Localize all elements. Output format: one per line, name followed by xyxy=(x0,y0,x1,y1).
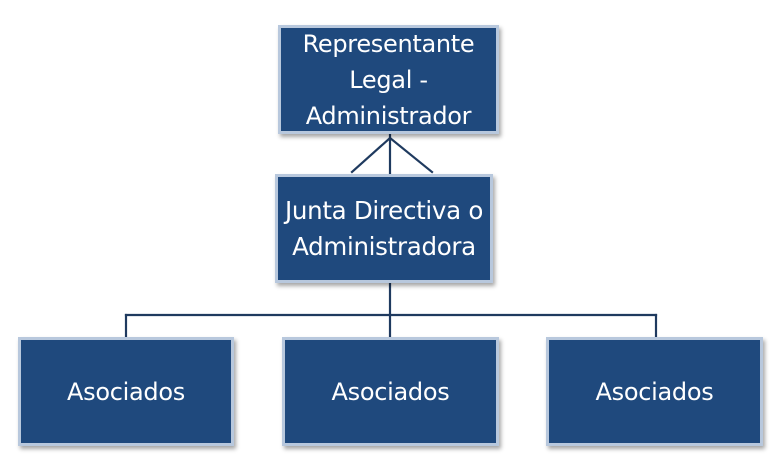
connector-top-right xyxy=(388,136,434,174)
node-asociados-left: Asociados xyxy=(18,337,234,446)
node-asociados-left-label: Asociados xyxy=(67,377,185,406)
node-representante-legal-label: Representante Legal - Administrador xyxy=(302,29,475,130)
node-asociados-center: Asociados xyxy=(282,337,499,446)
node-asociados-right: Asociados xyxy=(546,337,763,446)
node-asociados-right-label: Asociados xyxy=(595,377,714,406)
node-asociados-center-label: Asociados xyxy=(331,377,450,406)
node-representante-legal: Representante Legal - Administrador xyxy=(278,25,499,134)
node-junta-directiva: Junta Directiva o Administradora xyxy=(275,174,493,283)
connector-top-left xyxy=(350,136,392,174)
node-junta-directiva-label: Junta Directiva o Administradora xyxy=(284,195,484,261)
